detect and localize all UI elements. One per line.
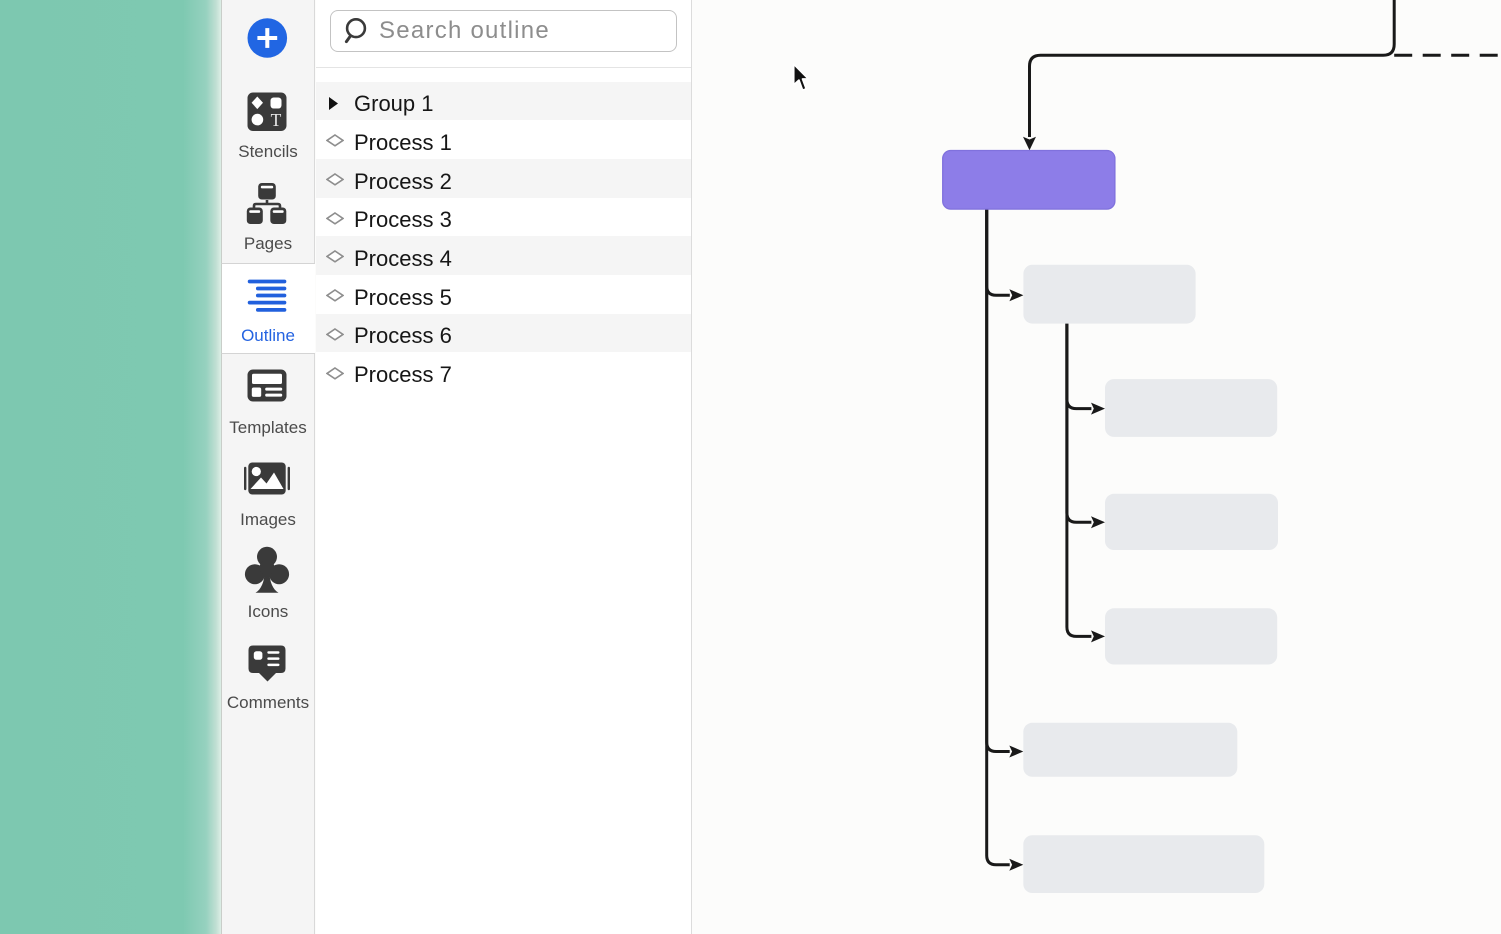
- svg-text:T: T: [271, 110, 282, 130]
